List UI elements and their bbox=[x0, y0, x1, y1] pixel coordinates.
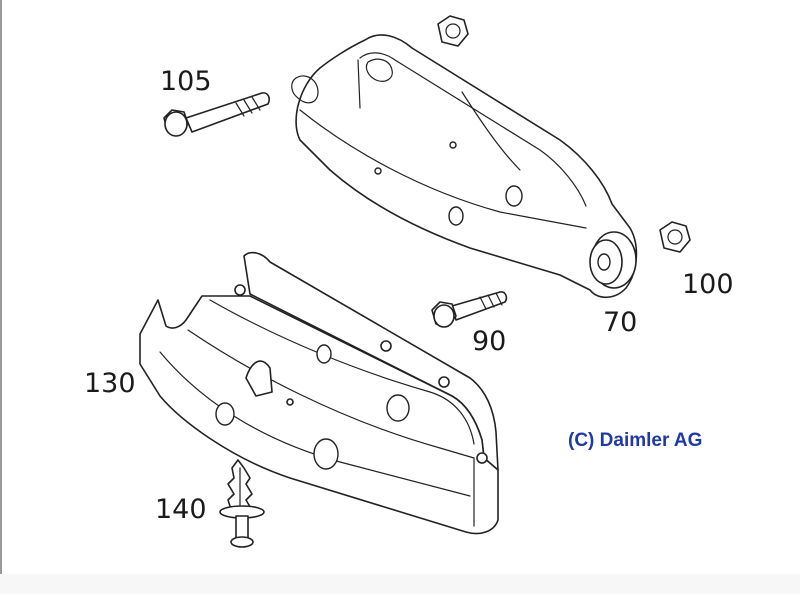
part-70-control-arm bbox=[291, 34, 638, 299]
part-105-bolt bbox=[163, 92, 270, 137]
part-140-expanding-rivet bbox=[219, 459, 265, 548]
part-100-hex-nut-upper bbox=[437, 15, 469, 47]
image-bottom-band bbox=[0, 574, 800, 594]
image-border bbox=[0, 0, 2, 574]
callout-70: 70 bbox=[603, 307, 637, 338]
part-100-hex-nut bbox=[659, 221, 691, 253]
part-90-bolt bbox=[431, 291, 508, 328]
callout-140: 140 bbox=[155, 494, 207, 525]
callout-90: 90 bbox=[472, 326, 506, 357]
part-130-cover-panel bbox=[139, 251, 499, 535]
copyright-notice: (C) Daimler AG bbox=[568, 430, 702, 451]
callout-130: 130 bbox=[84, 368, 136, 399]
callout-105: 105 bbox=[160, 66, 212, 97]
callout-100: 100 bbox=[682, 269, 734, 300]
